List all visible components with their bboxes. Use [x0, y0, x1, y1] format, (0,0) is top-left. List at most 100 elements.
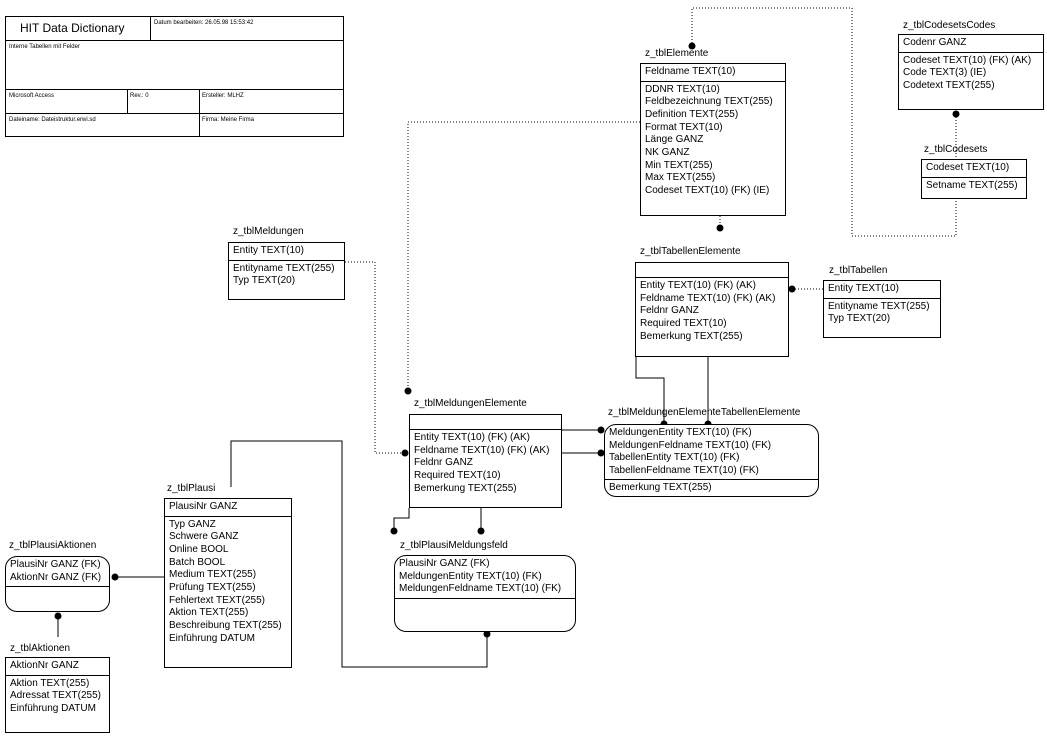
attribute: Codeset TEXT(10) (FK) (IE): [645, 185, 770, 197]
attribute: Definition TEXT(255): [645, 108, 739, 120]
attribute: Einführung DATUM: [10, 702, 96, 714]
attribute: Required TEXT(10): [414, 470, 501, 482]
cardinality-dot: [952, 110, 960, 118]
cardinality-dot: [688, 42, 696, 50]
entity-title: z_tblElemente: [645, 48, 709, 59]
database-label: Microsoft Access: [9, 93, 55, 99]
attribute: Feldname TEXT(10) (FK) (AK): [414, 444, 550, 456]
primary-key-section: PlausiNr GANZ: [165, 499, 291, 517]
entity-tblmeldungenelemente[interactable]: Entity TEXT(10) (FK) (AK)Feldname TEXT(1…: [409, 414, 562, 508]
primary-key-section: PlausiNr GANZ (FK)MeldungenEntity TEXT(1…: [395, 556, 575, 599]
entity-tblaktionen[interactable]: AktionNr GANZ Aktion TEXT(255)Adressat TE…: [5, 657, 110, 733]
entity-title: z_tblPlausiMeldungsfeld: [400, 540, 508, 551]
attribute-section: Entityname TEXT(255)Typ TEXT(20): [824, 299, 940, 328]
attribute: Online BOOL: [169, 543, 229, 555]
entity-tblelemente[interactable]: Feldname TEXT(10)DDNR TEXT(10)Feldbezeic…: [640, 63, 786, 216]
cardinality-dot: [788, 285, 796, 293]
attribute-section: Aktion TEXT(255)Adressat TEXT(255)Einfüh…: [6, 676, 109, 718]
primary-key-section: [410, 415, 561, 430]
key-attribute: PlausiNr GANZ: [169, 501, 238, 512]
entity-tblplausiaktionen[interactable]: PlausiNr GANZ (FK)AktionNr GANZ (FK): [5, 556, 110, 612]
entity-title: z_tblPlausi: [167, 483, 216, 494]
rel-elemente-codesets: [691, 7, 957, 237]
entity-title: z_tblCodesetsCodes: [903, 20, 996, 31]
attribute: Länge GANZ: [645, 134, 704, 146]
entity-tblcodesets[interactable]: Codeset TEXT(10) Setname TEXT(255): [921, 159, 1027, 199]
key-attribute: Codeset TEXT(10): [926, 162, 1010, 173]
attribute: Code TEXT(3) (IE): [903, 67, 987, 79]
key-attribute: Entity TEXT(10): [828, 283, 899, 294]
entity-tbltabellenelemente[interactable]: Entity TEXT(10) (FK) (AK)Feldname TEXT(1…: [635, 262, 789, 357]
cardinality-dot: [111, 573, 119, 581]
attribute: Codeset TEXT(10) (FK) (AK): [903, 54, 1032, 66]
primary-key-section: PlausiNr GANZ (FK)AktionNr GANZ (FK): [6, 557, 109, 587]
attribute-section: [6, 587, 109, 591]
attribute: Feldname TEXT(10) (FK) (AK): [640, 292, 776, 304]
entity-tblplausimeldungsfeld[interactable]: PlausiNr GANZ (FK)MeldungenEntity TEXT(1…: [394, 555, 576, 632]
rel-plausi-pmf: [230, 440, 488, 668]
key-attribute: MeldungenFeldname TEXT(10) (FK): [399, 583, 562, 594]
attribute: Typ TEXT(20): [828, 313, 891, 325]
cardinality-dot: [404, 387, 412, 395]
entity-tblcodesetscodes[interactable]: Codenr GANZ Codeset TEXT(10) (FK) (AK)Cod…: [898, 34, 1044, 110]
attribute: Feldnr GANZ: [414, 457, 473, 469]
attribute: Prüfung TEXT(255): [169, 582, 256, 594]
cardinality-dot: [401, 449, 409, 457]
attribute: Aktion TEXT(255): [169, 607, 249, 619]
attribute: Einführung DATUM: [169, 632, 255, 644]
attribute: Max TEXT(255): [645, 172, 716, 184]
key-attribute: MeldungenFeldname TEXT(10) (FK): [609, 439, 772, 451]
attribute: Adressat TEXT(255): [10, 690, 101, 702]
attribute: Setname TEXT(255): [926, 179, 1018, 191]
attribute: Format TEXT(10): [645, 121, 723, 133]
primary-key-section: Entity TEXT(10): [229, 243, 344, 261]
attribute-section: [395, 599, 575, 603]
attribute: Schwere GANZ: [169, 531, 239, 543]
attribute: Aktion TEXT(255): [10, 677, 90, 689]
edit-date: Datum bearbeiten: 26.05.98 15:53:42: [154, 20, 254, 26]
attribute-section: DDNR TEXT(10)Feldbezeichnung TEXT(255)De…: [641, 82, 785, 200]
entity-tblmeldungenelementetabellenelemente[interactable]: MeldungenEntity TEXT(10) (FK)MeldungenFe…: [604, 424, 819, 497]
attribute: NK GANZ: [645, 147, 690, 159]
rel-meldungen-meldungenelemente: [345, 261, 405, 454]
key-attribute: MeldungenEntity TEXT(10) (FK): [399, 570, 542, 582]
entity-tbltabellen[interactable]: Entity TEXT(10) Entityname TEXT(255)Typ T…: [823, 280, 941, 338]
entity-title: z_tblTabellen: [829, 265, 888, 276]
attribute: Batch BOOL: [169, 556, 226, 568]
attribute-section: Entity TEXT(10) (FK) (AK)Feldname TEXT(1…: [636, 278, 788, 346]
rel-tabellenelemente-mete-1: [635, 357, 665, 424]
attribute: Entity TEXT(10) (FK) (AK): [414, 432, 530, 443]
rel-elemente-meldungenelemente: [407, 121, 640, 388]
key-attribute: TabellenFeldname TEXT(10) (FK): [609, 464, 759, 476]
key-attribute: AktionNr GANZ: [10, 660, 79, 671]
company-label: Firma: Meine Firma: [202, 117, 255, 123]
attribute-section: Bemerkung TEXT(255): [605, 480, 818, 497]
diagram-title: HIT Data Dictionary: [20, 21, 125, 35]
primary-key-section: AktionNr GANZ: [6, 658, 109, 676]
entity-tblmeldungen[interactable]: Entity TEXT(10)Entityname TEXT(255)Typ T…: [228, 242, 345, 300]
attribute: Feldnr GANZ: [640, 305, 699, 317]
cardinality-dot: [716, 224, 724, 232]
cardinality-dot: [483, 630, 491, 638]
attribute: DDNR TEXT(10): [645, 83, 720, 95]
attribute: Bemerkung TEXT(255): [414, 482, 517, 494]
entity-title: z_tblCodesets: [924, 144, 988, 155]
diagram-subtitle: Interne Tabellen mit Felder: [9, 44, 80, 50]
entity-title: z_tblAktionen: [10, 643, 71, 654]
key-attribute: MeldungenEntity TEXT(10) (FK): [609, 427, 752, 438]
attribute: Bemerkung TEXT(255): [609, 482, 712, 493]
attribute-section: Setname TEXT(255): [922, 178, 1026, 195]
attribute: Required TEXT(10): [640, 318, 727, 330]
attribute: Bemerkung TEXT(255): [640, 330, 743, 342]
cardinality-dot: [597, 426, 605, 434]
primary-key-section: Codeset TEXT(10): [922, 160, 1026, 178]
key-attribute: Codenr GANZ: [903, 37, 967, 48]
primary-key-section: [636, 263, 788, 278]
creator-label: Ersteller: MLHZ: [202, 93, 244, 99]
entity-title: z_tblMeldungen: [233, 226, 304, 237]
entity-title: z_tblMeldungenElemente: [414, 398, 527, 409]
attribute: Typ TEXT(20): [233, 275, 296, 287]
